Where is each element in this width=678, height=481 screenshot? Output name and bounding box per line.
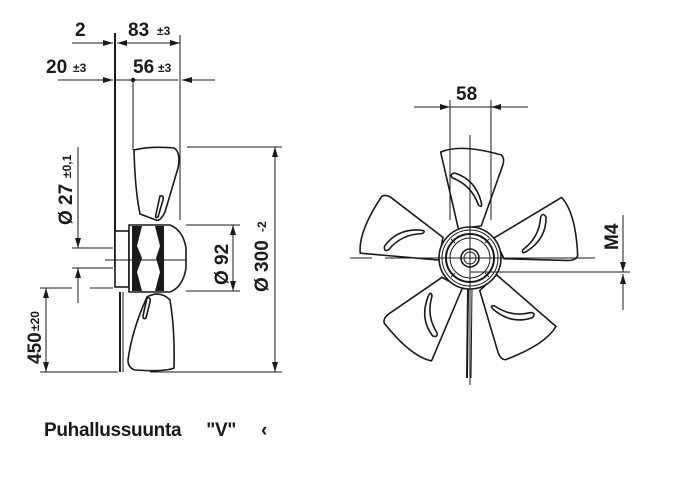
dim-58: 58 <box>456 84 477 105</box>
dim-83: 83 <box>128 20 149 41</box>
side-view: 2 83 ±3 20 ±3 56 ±3 Ø 27 ±0,1 <box>25 20 282 373</box>
dim-m4: M4 <box>602 223 623 250</box>
cable <box>466 288 469 379</box>
dim-300: Ø 300 <box>252 240 273 292</box>
motor-flange <box>114 230 130 288</box>
dim-27-tol: ±0,1 <box>60 154 74 178</box>
dim-20-tol: ±3 <box>73 61 87 75</box>
dim-56-tol: ±3 <box>158 61 172 75</box>
dim-83-tol: ±3 <box>157 24 171 38</box>
blade <box>478 273 557 361</box>
dim-27: Ø 27 <box>56 184 77 225</box>
blade-lower <box>127 293 175 372</box>
dim-92: Ø 92 <box>212 244 233 285</box>
dim-300-tol: -2 <box>255 221 269 232</box>
dim-450-tol: ±20 <box>28 311 42 331</box>
caption-label: Puhallussuunta <box>44 420 182 441</box>
blade <box>359 194 444 261</box>
blade <box>493 196 579 262</box>
dim-20: 20 <box>46 57 67 78</box>
dim-56: 56 <box>133 57 154 78</box>
airflow-direction-caption: Puhallussuunta "V" ‹ <box>44 420 287 442</box>
blade <box>439 147 505 230</box>
direction-arrow-icon: ‹ <box>261 420 268 441</box>
dim-450: 450 <box>25 332 46 364</box>
blade <box>383 276 464 362</box>
caption-direction: "V" <box>206 420 237 441</box>
front-view: 58 M4 <box>350 84 630 385</box>
dim-2: 2 <box>75 20 86 41</box>
blade-upper <box>133 146 180 222</box>
